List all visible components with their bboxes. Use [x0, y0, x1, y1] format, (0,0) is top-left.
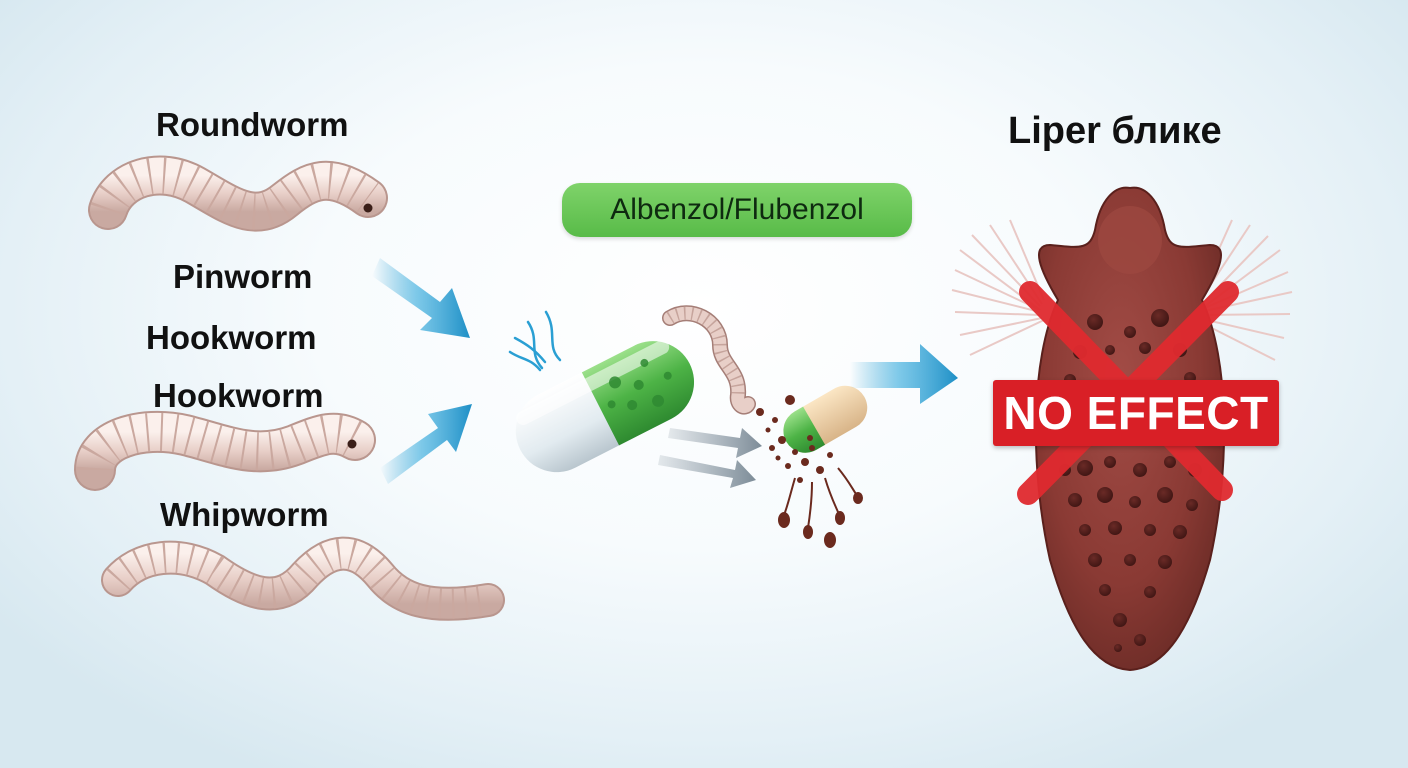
drug-name-badge: Albenzol/Flubenzol — [562, 183, 912, 237]
small-worm-icon — [662, 305, 756, 415]
label-roundworm: Roundworm — [156, 106, 349, 143]
debris-particles — [756, 395, 863, 548]
label-hookworm-1: Hookworm — [146, 319, 317, 356]
drug-name-text: Albenzol/Flubenzol — [610, 193, 864, 226]
whipworm-illustration — [101, 536, 505, 621]
broken-capsule-icon — [783, 385, 868, 453]
label-liver-fluke: Liper блике — [1008, 110, 1222, 152]
label-whipworm: Whipworm — [160, 496, 329, 533]
no-effect-text: NO EFFECT — [1003, 387, 1269, 439]
blue-arrow-upper-icon — [372, 258, 470, 338]
motion-lines-icon — [508, 310, 562, 372]
hookworm-illustration — [74, 411, 376, 491]
label-pinworm: Pinworm — [173, 258, 313, 295]
gray-arrow-upper-icon — [668, 428, 762, 458]
no-effect-banner: NO EFFECT — [993, 380, 1279, 446]
blue-arrow-lower-icon — [380, 404, 472, 484]
drug-capsule-icon — [515, 340, 695, 473]
gray-arrow-lower-icon — [658, 455, 756, 488]
roundworm-illustration — [88, 155, 388, 232]
label-hookworm-2: Hookworm — [153, 377, 324, 414]
blue-arrow-right-icon — [850, 344, 958, 404]
